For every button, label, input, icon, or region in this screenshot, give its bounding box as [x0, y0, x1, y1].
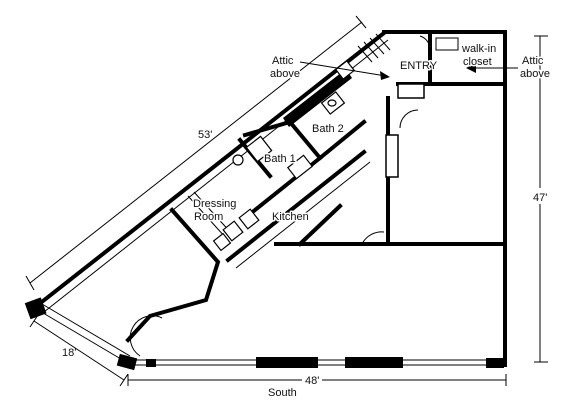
- attic-arrows: [299, 61, 518, 80]
- attic-left-label-line1: Attic: [272, 55, 294, 67]
- dimension-53-label: 53': [198, 129, 212, 141]
- dimension-18-label: 18': [62, 347, 76, 359]
- bath-2-label: Bath 2: [312, 123, 344, 135]
- dimension-47-label: 47': [533, 192, 547, 204]
- dimension-47: 47': [532, 35, 550, 363]
- bath-1-label: Bath 1: [264, 153, 296, 165]
- fixtures: [187, 33, 391, 252]
- entry-label: ENTRY: [400, 60, 438, 72]
- attic-right-label-line2: above: [520, 68, 550, 80]
- attic-left-label-line2: above: [270, 68, 300, 80]
- dimension-48-label: 48': [305, 375, 319, 387]
- south-label: South: [268, 387, 297, 399]
- attic-right-label-line1: Attic: [522, 55, 544, 67]
- kitchen-label: Kitchen: [272, 211, 309, 223]
- dimension-18: 18': [29, 314, 129, 387]
- room-labels: Attic above ENTRY walk-in closet Attic a…: [192, 42, 552, 225]
- walk-in-closet-label-line1: walk-in: [461, 43, 496, 55]
- exterior-walls: [24, 30, 507, 371]
- dimension-48: 48' South: [127, 373, 507, 399]
- dressing-room-label-line1: Dressing: [193, 198, 236, 210]
- dimension-53: 53': [25, 15, 367, 291]
- dressing-room-label-line2: Room: [194, 211, 223, 223]
- walk-in-closet-label-line2: closet: [463, 56, 492, 68]
